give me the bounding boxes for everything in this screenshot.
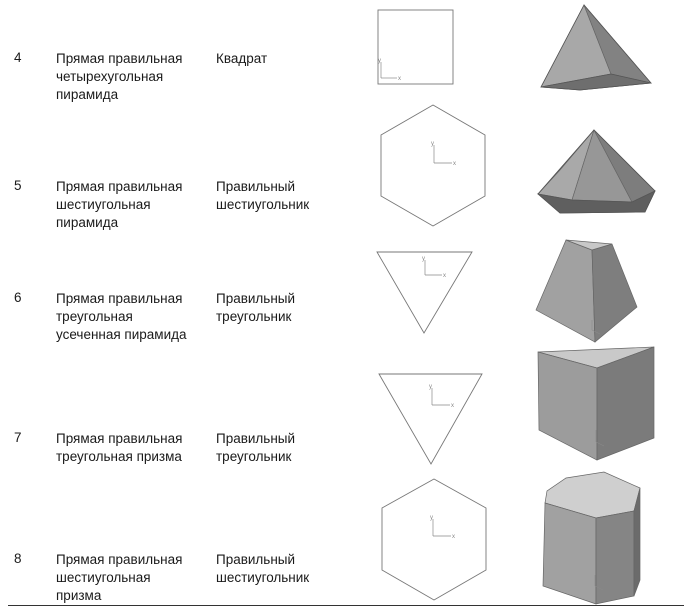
row-number: 6 (14, 290, 22, 305)
base-shape-name: Квадрат (216, 51, 268, 66)
axis-label-y: y (429, 384, 432, 390)
axis-label-y: y (430, 515, 433, 521)
axis-label-y: y (422, 256, 425, 262)
axis-label-x: x (398, 76, 401, 82)
axis-label-x: x (451, 403, 454, 409)
base-shape-name: Правильный треугольник (216, 431, 296, 464)
axis-label-y: y (378, 58, 381, 64)
axis-label-y: y (431, 141, 434, 147)
base-shape-name: Правильный треугольник (216, 291, 296, 324)
axis-label-x: x (453, 161, 456, 167)
table-bottom-rule (8, 605, 684, 606)
row-number: 8 (14, 551, 22, 566)
axis-label-x: x (443, 273, 446, 279)
figure-name: Прямая правильная треугольная усеченная … (56, 291, 187, 342)
row-number: 7 (14, 430, 22, 445)
figure-name: Прямая правильная четырехугольная пирами… (56, 51, 183, 102)
figure-name: Прямая правильная шестиугольная пирамида (56, 179, 183, 230)
row-number: 5 (14, 178, 22, 193)
row-number: 4 (14, 50, 22, 65)
base-shape-name: Правильный шестиугольник (216, 179, 310, 212)
base-shape-name: Правильный шестиугольник (216, 552, 310, 585)
figure-name: Прямая правильная треугольная призма (56, 431, 183, 464)
axis-label-x: x (452, 534, 455, 540)
figure-name: Прямая правильная шестиугольная призма (56, 552, 183, 603)
